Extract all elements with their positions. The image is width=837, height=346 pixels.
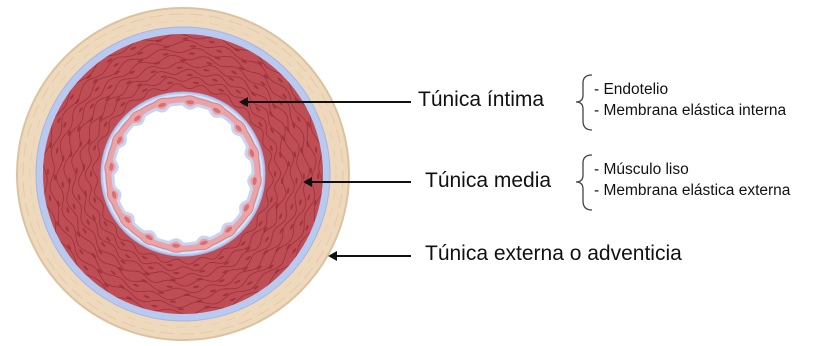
muscle-cell-nucleus (180, 59, 186, 61)
list-item: - Membrana elástica interna (594, 101, 786, 122)
intima-brace (576, 75, 592, 130)
media-brace (576, 155, 592, 210)
muscle-cell-nucleus (90, 171, 92, 177)
label-tunica-intima: Túnica íntima (418, 88, 544, 112)
list-item: - Endotelio (594, 80, 786, 101)
muscle-cell-nucleus (274, 171, 276, 177)
media-components-list: - Músculo liso - Membrana elástica exter… (594, 160, 790, 202)
intima-components-list: - Endotelio - Membrana elástica interna (594, 80, 786, 122)
label-tunica-media: Túnica media (425, 169, 551, 193)
label-tunica-externa: Túnica externa o adventicia (425, 242, 682, 266)
list-item: - Músculo liso (594, 160, 790, 181)
vessel-lumen (113, 104, 253, 244)
list-item: - Membrana elástica externa (594, 181, 790, 202)
